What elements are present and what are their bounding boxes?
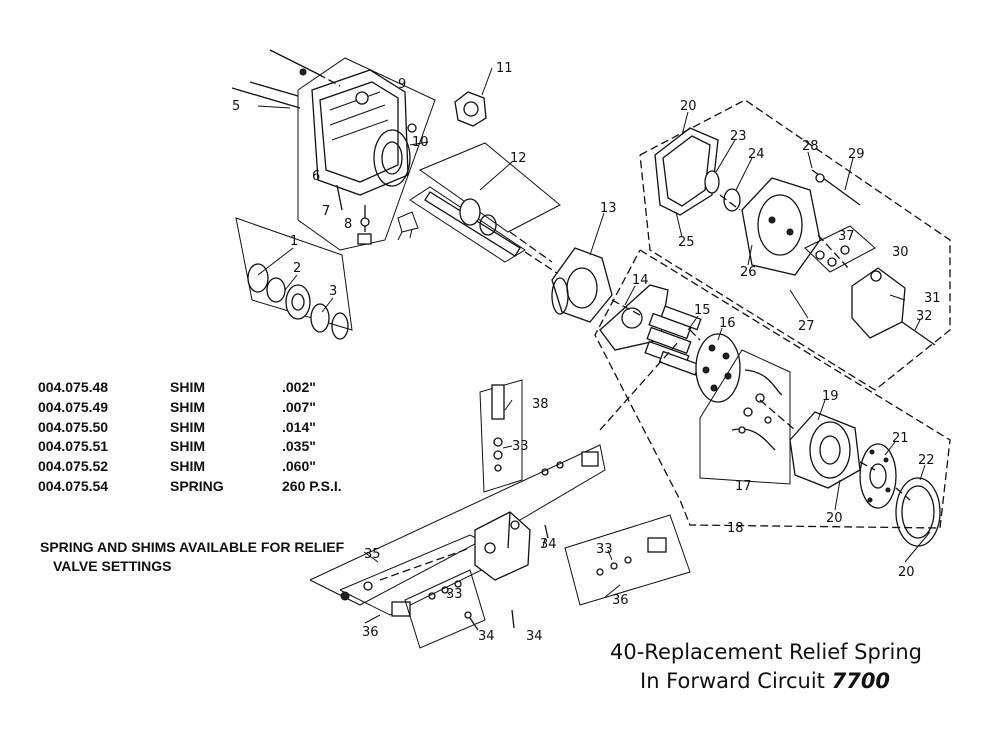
- callout-10: 10: [412, 135, 429, 150]
- nut-part: [454, 67, 493, 127]
- callout-11: 11: [496, 61, 513, 76]
- callout-labels: 5 9 11 10 6 7 8 1 2 3 12 13 14 15 16 17 …: [232, 61, 941, 644]
- callout-25: 25: [678, 235, 695, 250]
- callout-20a: 20: [680, 99, 697, 114]
- callout-17: 17: [735, 479, 752, 494]
- valve-block-group: [309, 379, 691, 649]
- part-description: SHIM: [170, 438, 205, 455]
- part-description: SHIM: [170, 458, 205, 475]
- caption-line-1: 40-Replacement Relief Spring: [610, 640, 922, 664]
- note-line-1: SPRING AND SHIMS AVAILABLE FOR RELIEF: [40, 539, 345, 555]
- pistons-part: [644, 305, 702, 376]
- callout-18: 18: [727, 521, 744, 536]
- part-description: SPRING: [170, 477, 224, 494]
- callout-29: 29: [848, 147, 865, 162]
- relief-setting-note: SPRING AND SHIMS AVAILABLE FOR RELIEF VA…: [40, 538, 344, 576]
- diagram-caption: 40-Replacement Relief Spring In Forward …: [610, 638, 922, 696]
- part-number: 004.075.52: [38, 458, 109, 475]
- callout-15: 15: [694, 303, 711, 318]
- callout-12: 12: [510, 151, 527, 166]
- callout-22: 22: [918, 453, 935, 468]
- callout-20b: 20: [826, 511, 843, 526]
- callout-31: 31: [924, 291, 941, 306]
- caption-line-2: In Forward Circuit 7700: [610, 667, 922, 696]
- table-row: 004.075.50 SHIM .014": [38, 418, 402, 438]
- part-spec: 260 P.S.I.: [282, 477, 342, 494]
- callout-33b: 33: [596, 542, 613, 557]
- callout-35: 35: [364, 547, 381, 562]
- callout-33c: 33: [446, 587, 463, 602]
- part-spec: .035": [282, 438, 316, 455]
- callout-26: 26: [740, 265, 757, 280]
- callout-27: 27: [798, 319, 815, 334]
- callout-37: 37: [838, 229, 855, 244]
- callout-8: 8: [344, 217, 352, 232]
- callout-7: 7: [322, 204, 330, 219]
- callout-36a: 36: [362, 625, 379, 640]
- part-description: SHIM: [170, 418, 205, 435]
- callout-14: 14: [632, 273, 649, 288]
- callout-19: 19: [822, 389, 839, 404]
- part-spec: .060": [282, 458, 316, 475]
- leader-lines: [257, 105, 931, 624]
- callout-21: 21: [892, 431, 909, 446]
- part-description: SHIM: [170, 398, 205, 415]
- part-number: 004.075.54: [38, 477, 109, 494]
- callout-34a: 34: [540, 537, 557, 552]
- callout-34c: 34: [526, 629, 543, 644]
- callout-1: 1: [290, 234, 298, 249]
- part-number: 004.075.51: [38, 438, 109, 455]
- valve-parts-box: [699, 349, 791, 485]
- callout-23: 23: [730, 129, 747, 144]
- callout-24: 24: [748, 147, 765, 162]
- port-plate-part: [695, 333, 741, 403]
- callout-30: 30: [892, 245, 909, 260]
- part-spec: .007": [282, 398, 316, 415]
- callout-28: 28: [802, 139, 819, 154]
- callout-9: 9: [398, 77, 406, 92]
- callout-3: 3: [329, 284, 337, 299]
- gasket-part: [895, 477, 941, 547]
- housing-group: [231, 49, 436, 251]
- callout-34b: 34: [478, 629, 495, 644]
- connector-lines: [509, 194, 911, 501]
- callout-6: 6: [312, 169, 320, 184]
- parts-table: 004.075.48 SHIM .002" 004.075.49 SHIM .0…: [38, 378, 402, 497]
- note-line-2: VALVE SETTINGS: [53, 558, 172, 574]
- part-number: 004.075.50: [38, 418, 109, 435]
- pump-group-outline: [594, 249, 951, 529]
- callout-2: 2: [293, 261, 301, 276]
- end-cover-group: [639, 99, 951, 391]
- part-number: 004.075.49: [38, 398, 109, 415]
- model-number: 7700: [831, 669, 891, 693]
- caption-circuit-text: In Forward Circuit: [640, 669, 825, 693]
- callout-33a: 33: [512, 439, 529, 454]
- part-spec: .014": [282, 418, 316, 435]
- flange-part: [551, 247, 613, 323]
- shaft-group: [409, 142, 561, 276]
- part-number: 004.075.48: [38, 379, 109, 395]
- callout-36b: 36: [612, 593, 629, 608]
- cylinder-block-part: [789, 411, 861, 489]
- table-row: 004.075.49 SHIM .007": [38, 398, 402, 418]
- table-row: 004.075.48 SHIM .002": [38, 378, 402, 398]
- callout-13: 13: [600, 201, 617, 216]
- callout-38: 38: [532, 397, 549, 412]
- table-row: 004.075.54 SPRING 260 P.S.I.: [38, 477, 402, 497]
- callout-5: 5: [232, 99, 240, 114]
- table-row: 004.075.51 SHIM .035": [38, 437, 402, 457]
- callout-16: 16: [719, 316, 736, 331]
- part-description: SHIM: [170, 379, 205, 395]
- table-row: 004.075.52 SHIM .060": [38, 457, 402, 477]
- part-spec: .002": [282, 379, 316, 395]
- callout-32: 32: [916, 309, 933, 324]
- valve-plate-part: [859, 443, 897, 509]
- callout-20c: 20: [898, 565, 915, 580]
